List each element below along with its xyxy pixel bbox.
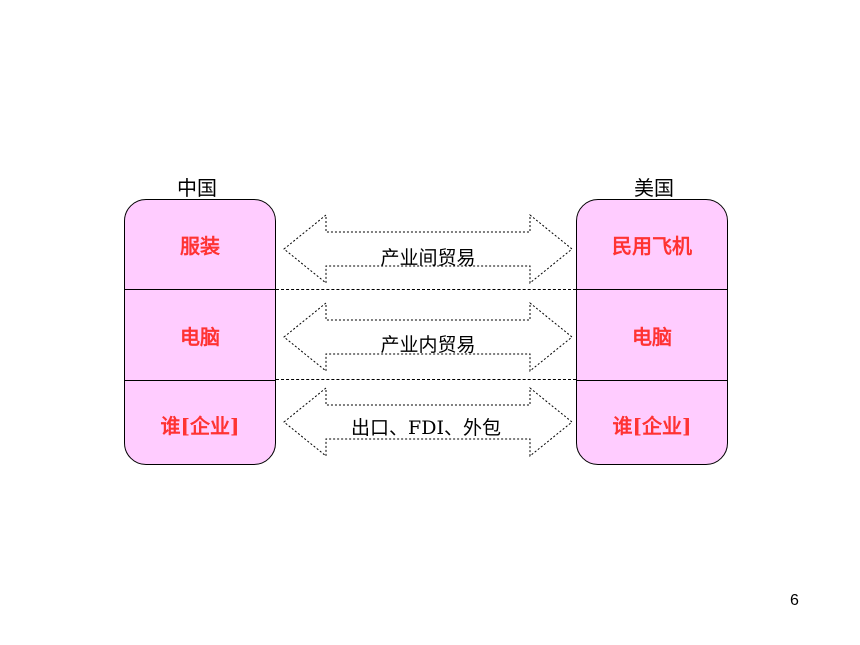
arrow-label-export-fdi-outsourcing: 出口、FDI、外包 [351, 417, 501, 439]
country-label-china: 中国 [177, 176, 217, 200]
country-label-usa: 美国 [634, 176, 674, 200]
usa-box: 民用飞机 电脑 谁[企业] [576, 199, 728, 465]
page-number: 6 [790, 592, 799, 609]
china-box: 服装 电脑 谁[企业] [124, 199, 276, 465]
double-arrow-1 [283, 213, 573, 285]
arrow-label-intra-industry: 产业内贸易 [380, 334, 476, 356]
double-arrow-3 [283, 386, 573, 458]
usa-item-aircraft: 民用飞机 [612, 234, 692, 258]
divider-line-1 [276, 289, 576, 290]
china-item-enterprise: 谁[企业] [125, 380, 275, 464]
arrow-label-inter-industry: 产业间贸易 [380, 247, 476, 269]
double-arrow-2 [283, 301, 573, 373]
china-item-computer: 电脑 [125, 289, 275, 381]
china-item-clothing: 服装 [180, 234, 220, 258]
divider-line-2 [276, 379, 576, 380]
usa-item-enterprise: 谁[企业] [577, 380, 727, 464]
usa-item-computer: 电脑 [577, 289, 727, 381]
